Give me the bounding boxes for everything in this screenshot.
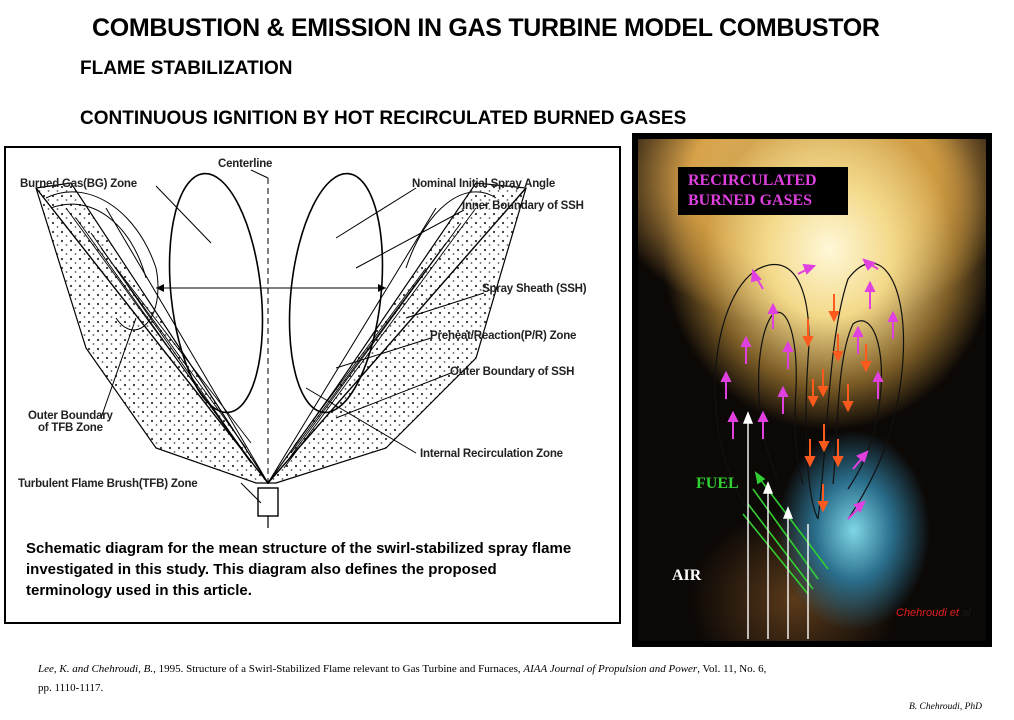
- reference-journal: AIAA Journal of Propulsion and Power: [523, 663, 697, 675]
- recirculated-gases-label: RECIRCULATED BURNED GASES: [678, 167, 848, 215]
- flame-photo-frame: RECIRCULATED BURNED GASES FUEL AIR Chehr…: [632, 133, 992, 647]
- page-title: COMBUSTION & EMISSION IN GAS TURBINE MOD…: [92, 14, 880, 43]
- section-subheading: CONTINUOUS IGNITION BY HOT RECIRCULATED …: [80, 108, 686, 130]
- preheat-zone-label: Preheat/Reaction(P/R) Zone: [430, 330, 576, 342]
- air-label: AIR: [672, 567, 701, 585]
- photo-credit: Chehroudi et al: [896, 607, 971, 619]
- spray-angle-label: Nominal Initial Spray Angle: [412, 178, 555, 190]
- nozzle-icon: [258, 488, 278, 516]
- section-heading: FLAME STABILIZATION: [80, 58, 293, 80]
- spray-sheath-label: Spray Sheath (SSH): [482, 283, 586, 295]
- reference-citation: Lee, K. and Chehroudi, B., 1995. Structu…: [38, 660, 948, 698]
- centerline-label: Centerline: [218, 158, 272, 170]
- outer-boundary-ssh-label: Outer Boundary of SSH: [450, 366, 574, 378]
- flame-photo: RECIRCULATED BURNED GASES FUEL AIR Chehr…: [638, 139, 986, 641]
- spray-flame-schematic: Centerline Burned Gas(BG) Zone Nominal I…: [4, 146, 621, 624]
- inner-boundary-label: Inner Boundary of SSH: [462, 200, 584, 212]
- fuel-label: FUEL: [696, 475, 739, 493]
- reference-authors: Lee, K. and Chehroudi, B.,: [38, 663, 156, 675]
- reference-volume: , Vol. 11, No. 6,: [697, 663, 766, 675]
- author-signature: B. Chehroudi, PhD: [909, 702, 982, 712]
- internal-recirculation-label: Internal Recirculation Zone: [420, 448, 563, 460]
- reference-pages: pp. 1110-1117.: [38, 682, 103, 694]
- diagram-caption: Schematic diagram for the mean structure…: [26, 538, 586, 601]
- outer-boundary-tfb-label: Outer Boundary of TFB Zone: [28, 410, 113, 434]
- turbulent-flame-brush-label: Turbulent Flame Brush(TFB) Zone: [18, 478, 198, 490]
- reference-title: 1995. Structure of a Swirl-Stabilized Fl…: [156, 663, 524, 675]
- burned-gas-zone-label: Burned Gas(BG) Zone: [20, 178, 137, 190]
